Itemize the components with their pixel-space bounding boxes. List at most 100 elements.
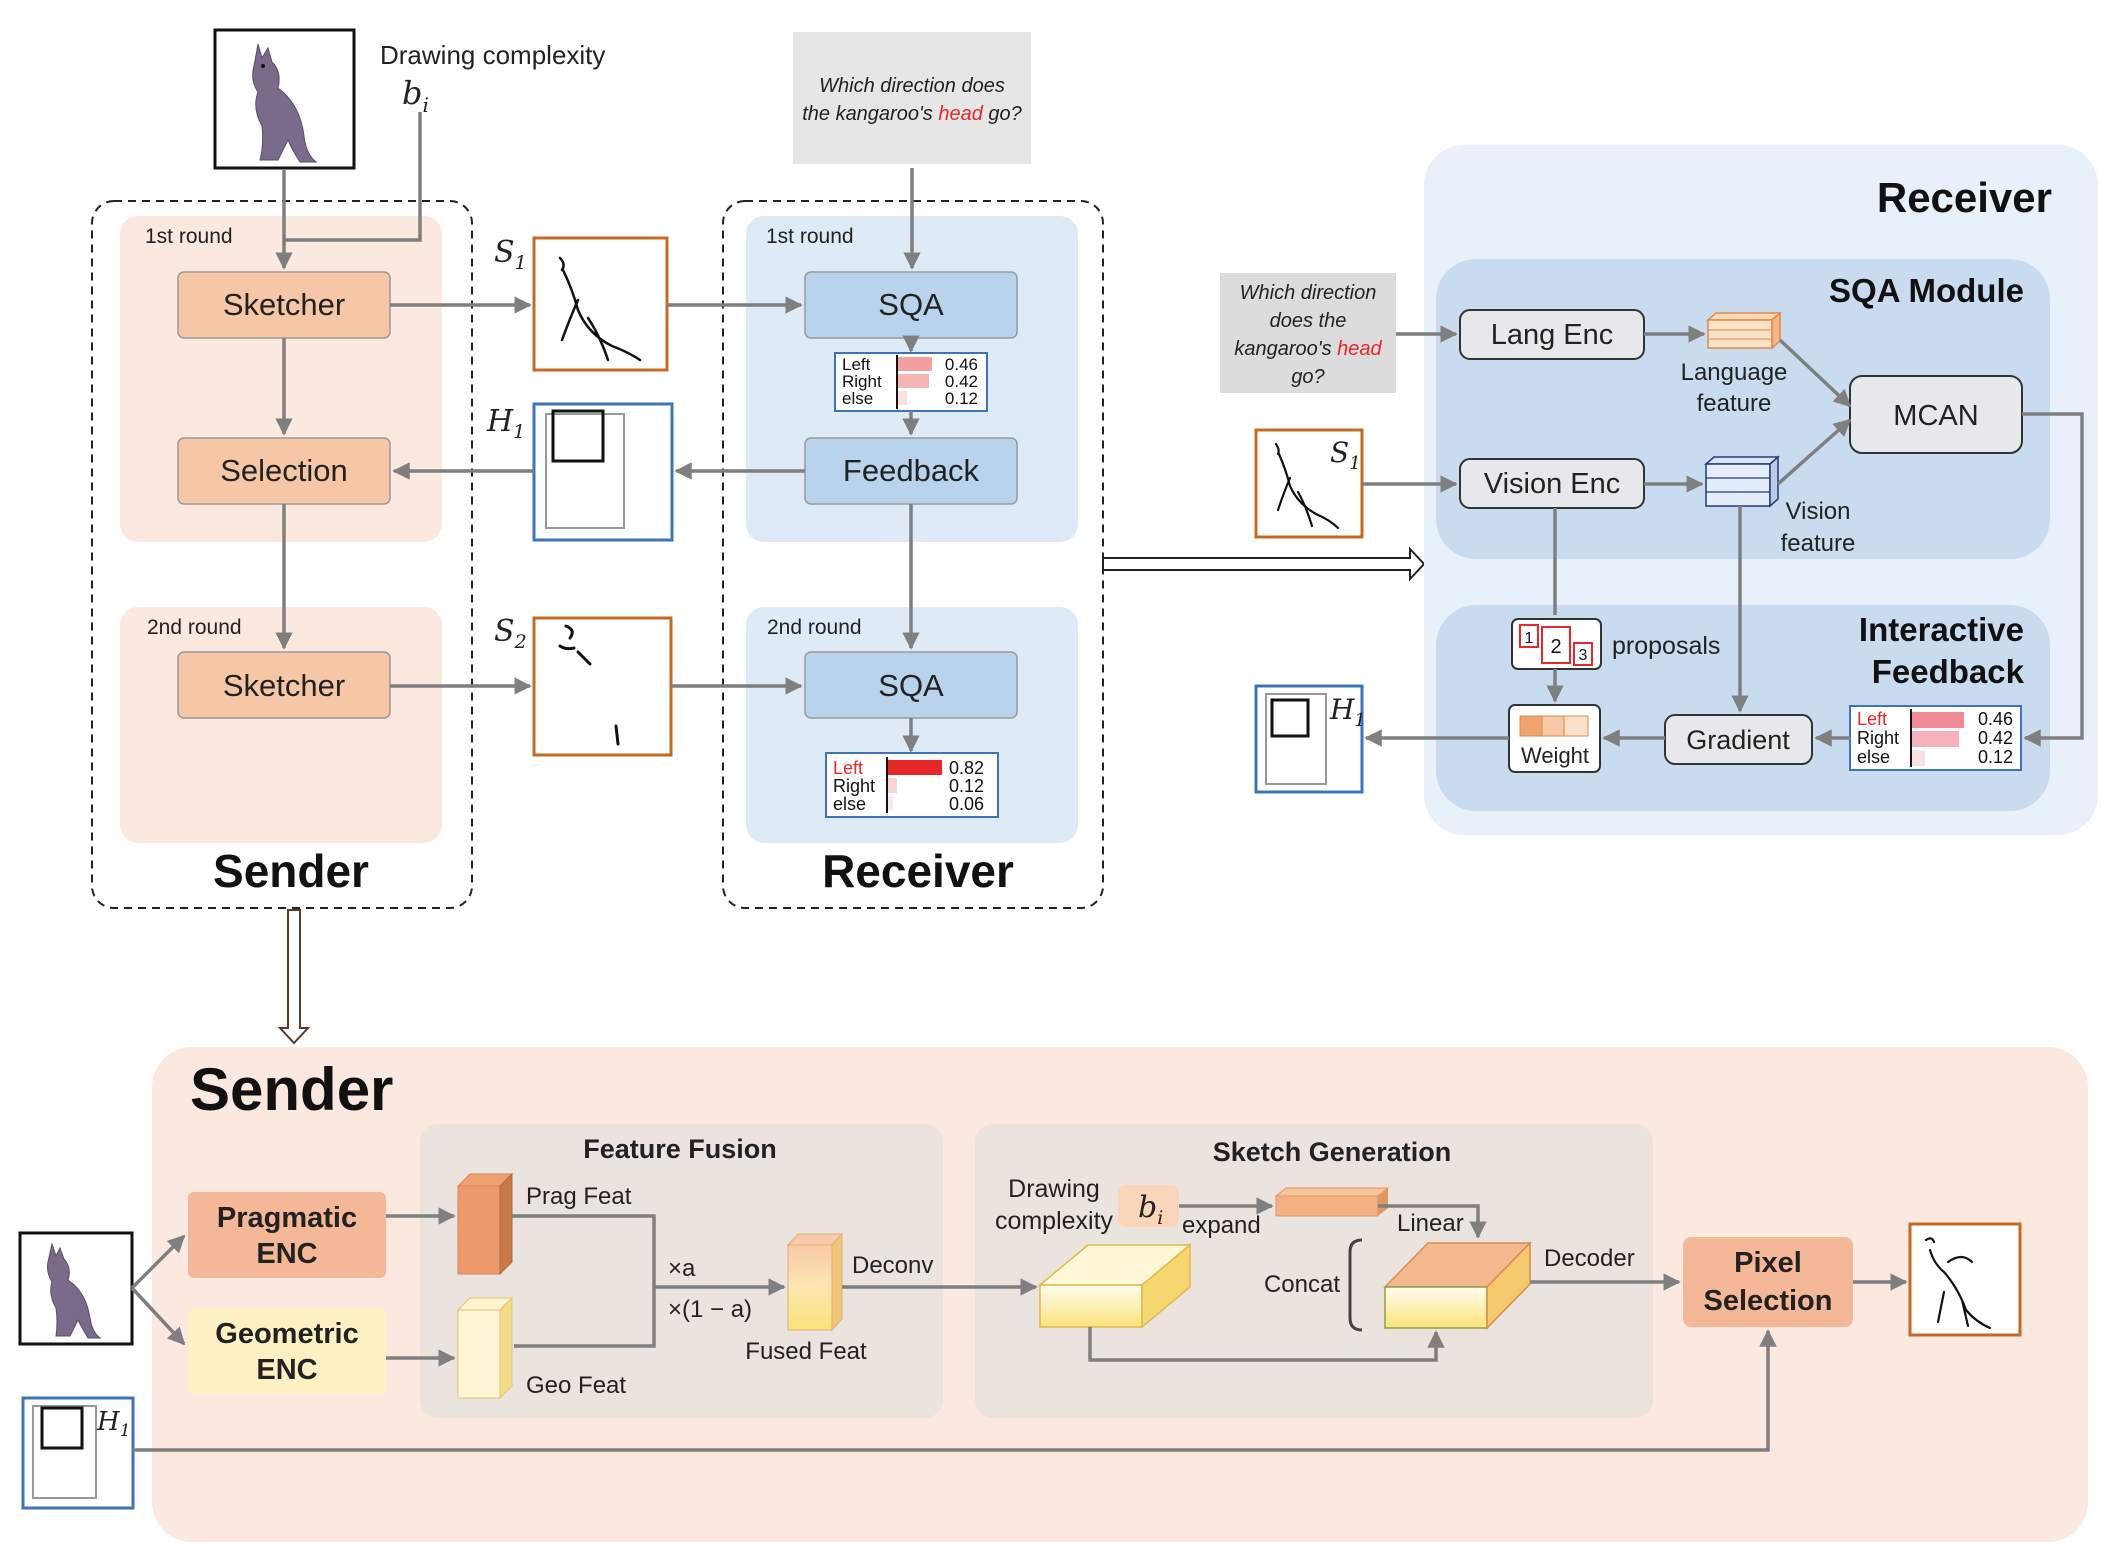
receiver-detail-connectors (1362, 325, 2084, 747)
question-detail-line4: go? (1291, 366, 1325, 388)
prob2-bar-else (888, 796, 893, 811)
feedback-label: Feedback (843, 453, 980, 488)
weight-box: Weight (1508, 704, 1601, 773)
s1-detail-symbol: S1 (1330, 436, 1361, 474)
prob-table-detail: Left Right else 0.46 0.42 0.12 (1849, 705, 2022, 771)
linear-bar (1274, 1187, 1390, 1217)
question-detail-line2: does the (1270, 310, 1347, 332)
sender-dashed-frame (91, 200, 473, 909)
prob2-bar-left (888, 760, 942, 775)
question-top-line1: Which direction does (819, 75, 1005, 97)
kangaroo-image-top (213, 28, 356, 170)
sender-detail-connectors (130, 1197, 1908, 1452)
lang-enc-label: Lang Enc (1491, 319, 1614, 351)
selection-label: Selection (220, 453, 348, 488)
expand-label: expand (1182, 1212, 1261, 1239)
pragmatic-enc-box (188, 1192, 386, 1278)
kangaroo-image-bottom (18, 1231, 134, 1346)
h1-symbol: H1 (486, 404, 525, 443)
s1-symbol: S1 (494, 235, 527, 274)
sender-round2-label: 2nd round (147, 616, 242, 639)
proposals-box: 1 2 3 (1511, 618, 1602, 670)
h1-detail-symbol: H1 (1329, 693, 1366, 731)
question-detail-line1: Which direction (1240, 282, 1377, 304)
sender-detail-title: Sender (190, 1056, 393, 1123)
prob2-label-right: Right (833, 776, 875, 796)
prob1-bar-right (898, 374, 929, 388)
pixel-selection-label-line1: Pixel (1734, 1247, 1802, 1279)
geometric-enc-box (188, 1308, 386, 1394)
sketch-generation-title: Sketch Generation (1213, 1137, 1452, 1167)
gradient-label: Gradient (1686, 725, 1790, 755)
prob-detail-label-else: else (1857, 747, 1890, 767)
prob1-bar-else (898, 391, 907, 405)
prob-detail-value-right: 0.42 (1978, 728, 2013, 748)
drawing-complexity-bottom-line1: Drawing (1008, 1175, 1100, 1203)
concat-bracket (1348, 1238, 1363, 1332)
prob1-label-right: Right (842, 372, 882, 391)
prob-detail-value-left: 0.46 (1978, 709, 2013, 729)
question-top-line2: the kangaroo's head go? (802, 103, 1022, 125)
sketch-h1-detail (1254, 684, 1364, 794)
prob-table-round2: Left Right else 0.82 0.12 0.06 (825, 752, 999, 818)
proposal-3: 3 (1579, 647, 1588, 664)
receiver-detail-title: Receiver (1877, 174, 2052, 221)
language-feature-label-line2: feature (1697, 390, 1772, 417)
question-box-top: Which direction does the kangaroo's head… (793, 32, 1031, 164)
prob1-bar-left (898, 357, 932, 371)
pragmatic-enc-label-line1: Pragmatic (217, 1202, 357, 1234)
vision-feature-label-line1: Vision (1786, 498, 1851, 525)
expanded-feature-cube (1037, 1243, 1193, 1329)
bi-box (1118, 1185, 1179, 1227)
geometric-enc-label-line1: Geometric (215, 1318, 358, 1350)
prob-detail-bar-left (1912, 712, 1964, 728)
question-box-detail: Which direction does the kangaroo's head… (1220, 273, 1396, 393)
language-feature-label-line1: Language (1681, 359, 1788, 386)
proposals-label: proposals (1612, 632, 1720, 660)
linear-label: Linear (1397, 1210, 1464, 1237)
receiver-block: 1st round 2nd round SQA Feedback SQA Lef… (722, 200, 1104, 909)
sender-round1-label: 1st round (145, 225, 233, 248)
prob-detail-label-left: Left (1857, 709, 1887, 729)
s2-symbol: S2 (494, 614, 527, 653)
geo-feat-label: Geo Feat (526, 1372, 626, 1399)
prob2-value-left: 0.82 (949, 758, 984, 778)
prob1-value-right: 0.42 (945, 372, 978, 391)
prag-feat-label: Prag Feat (526, 1183, 632, 1210)
hollow-arrow-right (1102, 546, 1426, 582)
mcan-label: MCAN (1893, 400, 1978, 432)
prob2-value-else: 0.06 (949, 794, 984, 814)
sketch-s1-detail (1254, 428, 1364, 539)
fused-feat-block (786, 1232, 844, 1332)
prag-feat-block (456, 1172, 514, 1276)
sketcher2-label: Sketcher (223, 668, 345, 703)
prob-detail-value-else: 0.12 (1978, 747, 2013, 767)
prob-detail-label-right: Right (1857, 728, 1899, 748)
vision-feature-block (1704, 455, 1780, 508)
pixel-selection-box (1683, 1237, 1853, 1327)
prob1-label-left: Left (842, 355, 871, 374)
sketch-h1-bottom (21, 1396, 135, 1510)
geo-feat-block (456, 1296, 514, 1400)
prob2-label-left: Left (833, 758, 863, 778)
drawing-complexity-label: Drawing complexity (380, 40, 605, 70)
deconv-label: Deconv (852, 1252, 933, 1279)
sqa-module-title: SQA Module (1829, 272, 2024, 309)
fused-feat-label: Fused Feat (745, 1338, 867, 1365)
pixel-selection-label-line2: Selection (1704, 1285, 1833, 1317)
prob1-value-left: 0.46 (945, 355, 978, 374)
receiver-round1-label: 1st round (766, 225, 854, 248)
prob2-label-else: else (833, 794, 866, 814)
prob2-bar-right (888, 778, 897, 793)
decoder-label: Decoder (1544, 1245, 1635, 1272)
prob1-value-else: 0.12 (945, 389, 978, 408)
vision-feature-label-line2: feature (1781, 530, 1856, 557)
geometric-enc-label-line2: ENC (256, 1354, 317, 1386)
vision-enc-label: Vision Enc (1484, 468, 1621, 500)
sender-round2-panel (120, 607, 442, 843)
times-a-label: ×a (668, 1255, 696, 1282)
h1-bottom-symbol: H1 (96, 1407, 131, 1441)
sqa-label: SQA (878, 287, 944, 322)
